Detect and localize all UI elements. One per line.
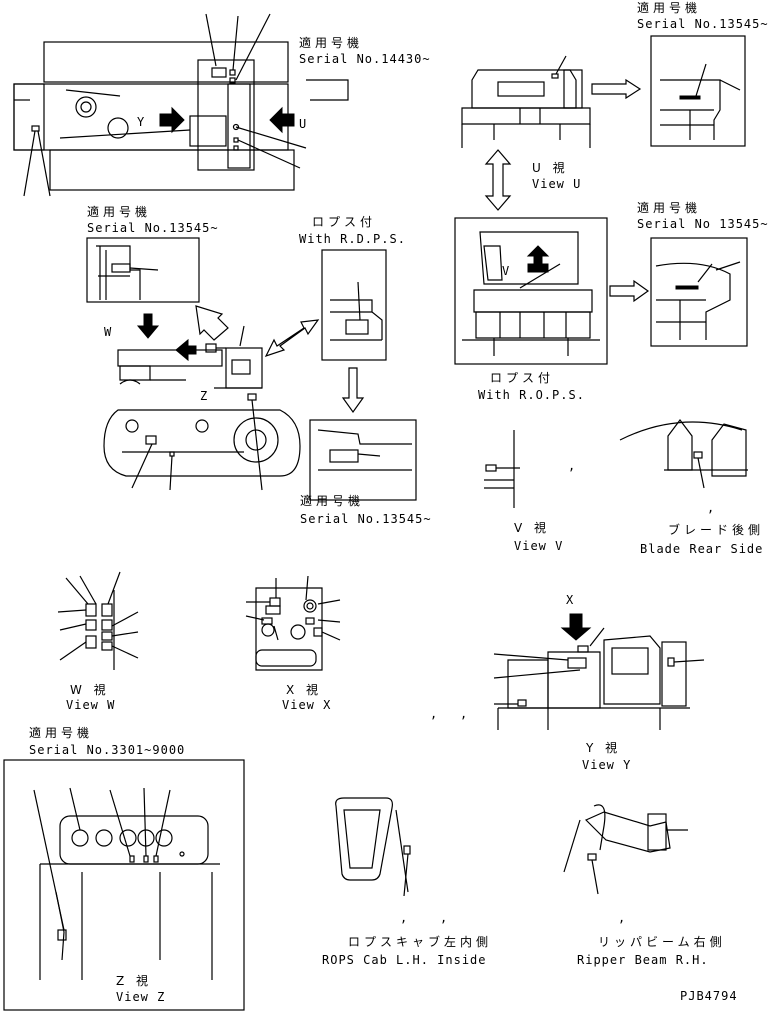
svg-text:,: , xyxy=(568,459,576,473)
letter-u: U xyxy=(299,117,307,131)
letter-x: X xyxy=(566,593,574,607)
rops-cab-jp: ロプスキャブ左内側 xyxy=(348,934,492,949)
view-w-jp: W 視 xyxy=(70,682,110,697)
view-v-en: View V xyxy=(514,539,563,553)
serial-c-jp: 適用号機 xyxy=(637,200,701,215)
serial-c: Serial No 13545~ xyxy=(637,217,769,231)
rops-en: With R.O.P.S. xyxy=(478,388,585,402)
serial-b-jp: 適用号機 xyxy=(637,0,701,15)
view-w-group: W 視 View W xyxy=(57,571,139,712)
svg-text:,: , xyxy=(618,911,626,925)
serial-a-jp: 適用号機 xyxy=(299,35,363,50)
side-view-group: 適用号機 Serial No.13545~ W Z xyxy=(86,204,320,491)
letter-w: W xyxy=(104,325,112,339)
serial-d-jp: 適用号機 xyxy=(87,204,151,219)
rops-jp: ロプス付 xyxy=(490,371,554,385)
letter-v: V xyxy=(502,264,510,278)
svg-text:,: , xyxy=(440,911,448,925)
ripper-beam-group: , リッパビーム右側 Ripper Beam R.H. xyxy=(563,804,726,967)
view-v-group: V 視 View V , xyxy=(484,430,576,553)
serial-b: Serial No.13545~ xyxy=(637,17,769,31)
serial-a: Serial No.14430~ xyxy=(299,52,431,66)
drawing-number: PJB4794 xyxy=(680,989,738,1003)
rdps-en: With R.D.P.S. xyxy=(299,232,406,246)
svg-text:,: , xyxy=(460,707,468,721)
view-w-en: View W xyxy=(66,698,115,712)
view-y-group: X Y 視 View Y xyxy=(493,593,705,772)
ripper-en: Ripper Beam R.H. xyxy=(577,953,709,967)
rops-view-group: V ロプス付 With R.O.P.S. 適用号機 Serial No 1354… xyxy=(454,200,769,402)
svg-text:,: , xyxy=(430,707,438,721)
view-x-group: X 視 View X , , xyxy=(245,575,468,721)
plan-view-top: Y U 適用号機 Serial No.14430~ xyxy=(13,13,431,197)
rdps-jp: ロプス付 xyxy=(312,215,376,229)
blade-en: Blade Rear Side xyxy=(640,542,763,556)
letter-z: Z xyxy=(200,389,208,403)
view-u-group: 適用号機 Serial No.13545~ U 視 View U xyxy=(461,0,769,211)
view-u-en: View U xyxy=(532,177,581,191)
serial-e-jp: 適用号機 xyxy=(300,493,364,508)
letter-y: Y xyxy=(137,115,145,129)
serial-f-jp: 適用号機 xyxy=(29,725,93,740)
view-x-jp: X 視 xyxy=(286,682,322,697)
view-y-jp: Y 視 xyxy=(585,740,621,755)
view-v-jp: V 視 xyxy=(514,520,550,535)
view-z-group: 適用号機 Serial No.3301~9000 Z 視 View Z xyxy=(3,725,245,1011)
view-u-jp: U 視 xyxy=(532,160,569,175)
view-y-en: View Y xyxy=(582,758,631,772)
blade-jp: ブレード後側 xyxy=(668,522,764,537)
view-z-en: View Z xyxy=(116,990,165,1004)
rdps-view-group: ロプス付 With R.D.P.S. 適用号機 Serial No.13545~ xyxy=(299,215,432,526)
serial-d: Serial No.13545~ xyxy=(87,221,219,235)
svg-text:,: , xyxy=(707,501,715,515)
rops-cab-en: ROPS Cab L.H. Inside xyxy=(322,953,487,967)
serial-f: Serial No.3301~9000 xyxy=(29,743,185,757)
serial-e: Serial No.13545~ xyxy=(300,512,432,526)
svg-text:,: , xyxy=(400,911,408,925)
view-z-jp: Z 視 xyxy=(116,973,152,988)
view-x-en: View X xyxy=(282,698,331,712)
blade-rear-group: , ブレード後側 Blade Rear Side xyxy=(619,419,764,556)
ripper-jp: リッパビーム右側 xyxy=(598,934,726,949)
rops-cab-group: , , ロプスキャブ左内側 ROPS Cab L.H. Inside xyxy=(322,797,492,967)
